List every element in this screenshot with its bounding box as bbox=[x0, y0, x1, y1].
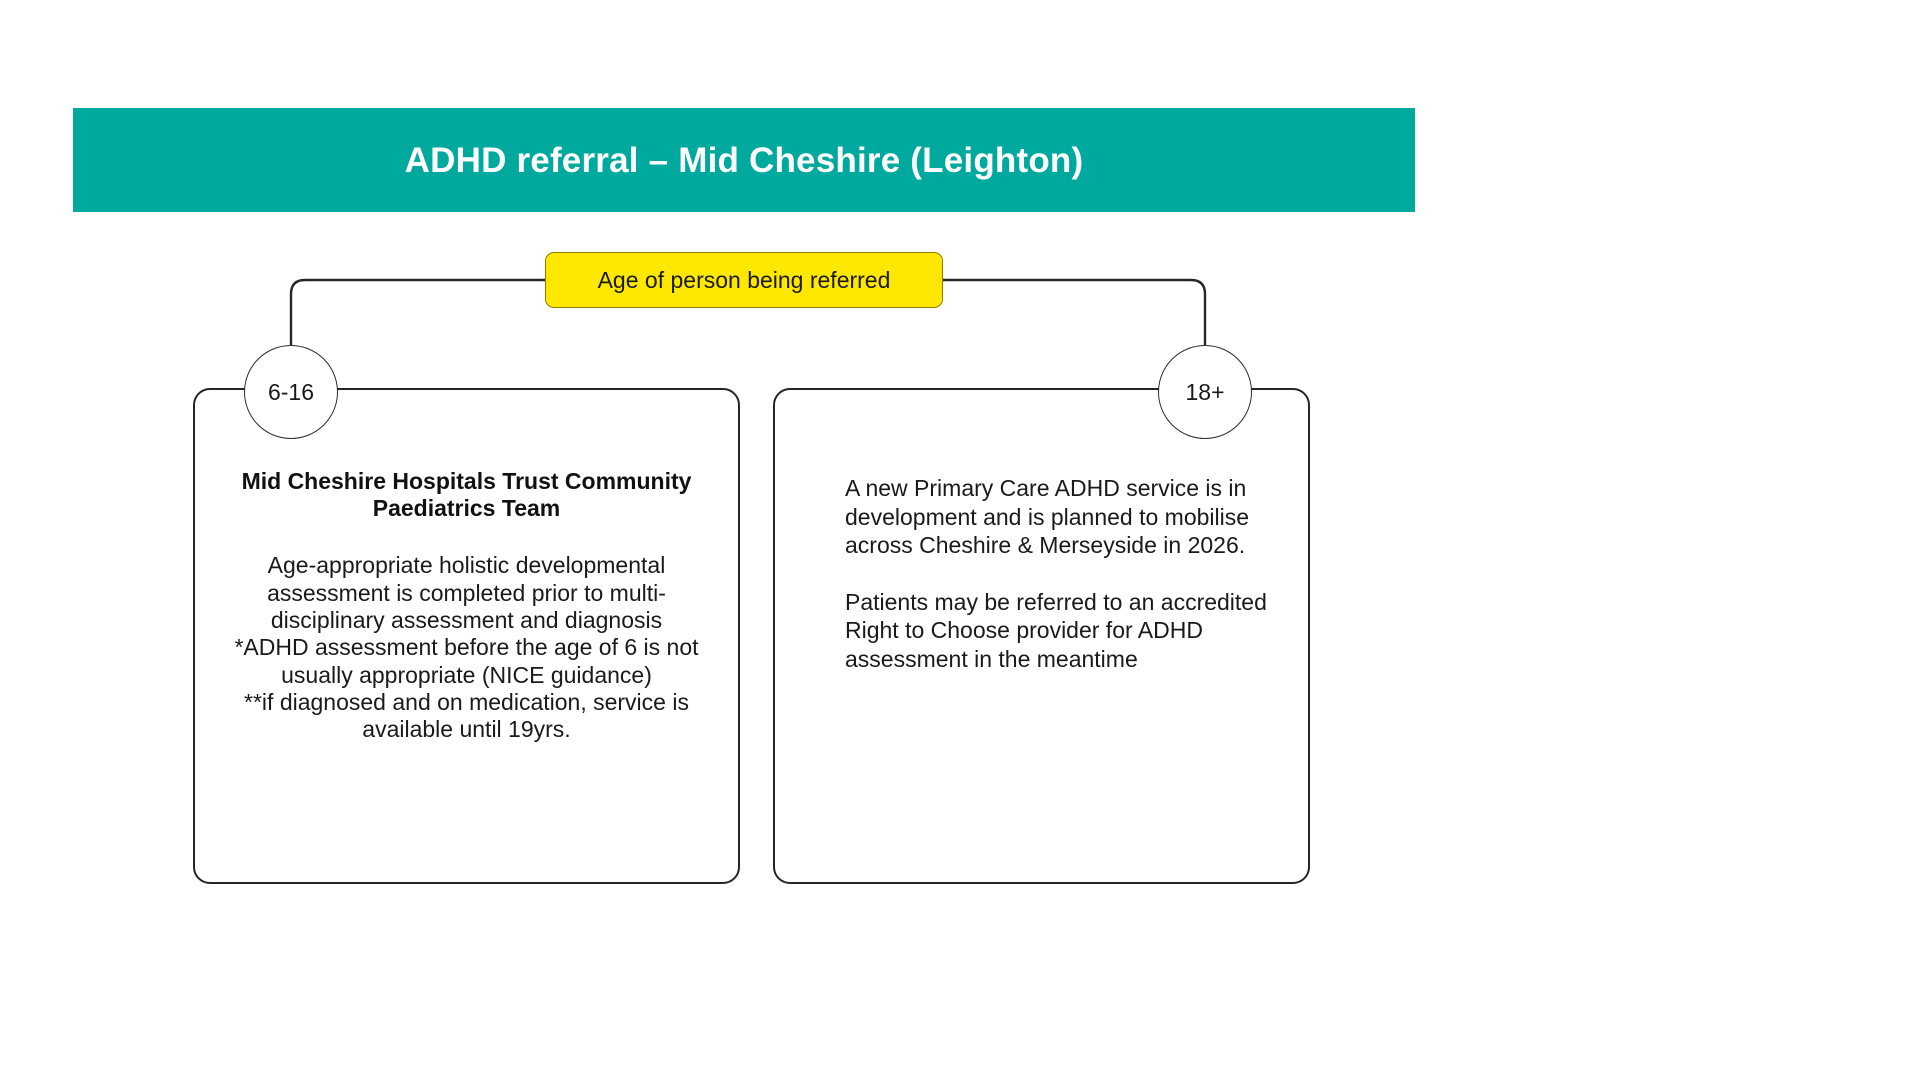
slide-header-bar: ADHD referral – Mid Cheshire (Leighton) bbox=[73, 108, 1415, 212]
panel-content-adults: A new Primary Care ADHD service is in de… bbox=[775, 474, 1308, 673]
outcome-panel-adults[interactable]: A new Primary Care ADHD service is in de… bbox=[773, 388, 1310, 884]
panel-content-children: Mid Cheshire Hospitals Trust Community P… bbox=[195, 468, 738, 744]
panel-heading-children: Mid Cheshire Hospitals Trust Community P… bbox=[241, 468, 692, 522]
connector-left bbox=[289, 278, 545, 345]
branch-circle-6-16[interactable]: 6-16 bbox=[244, 345, 338, 439]
branch-circle-18-plus[interactable]: 18+ bbox=[1158, 345, 1252, 439]
decision-node-label: Age of person being referred bbox=[597, 266, 891, 293]
decision-node-age[interactable]: Age of person being referred bbox=[545, 252, 943, 308]
connector-right bbox=[943, 278, 1207, 345]
panel-body-children: Age-appropriate holistic developmental a… bbox=[234, 552, 699, 743]
page-title: ADHD referral – Mid Cheshire (Leighton) bbox=[404, 140, 1084, 180]
branch-circle-6-16-label: 6-16 bbox=[267, 378, 315, 405]
panel-body-adults-2: Patients may be referred to an accredite… bbox=[845, 588, 1267, 672]
outcome-panel-children[interactable]: Mid Cheshire Hospitals Trust Community P… bbox=[193, 388, 740, 884]
panel-body-adults-1: A new Primary Care ADHD service is in de… bbox=[845, 475, 1250, 559]
branch-circle-18-plus-label: 18+ bbox=[1185, 378, 1225, 405]
